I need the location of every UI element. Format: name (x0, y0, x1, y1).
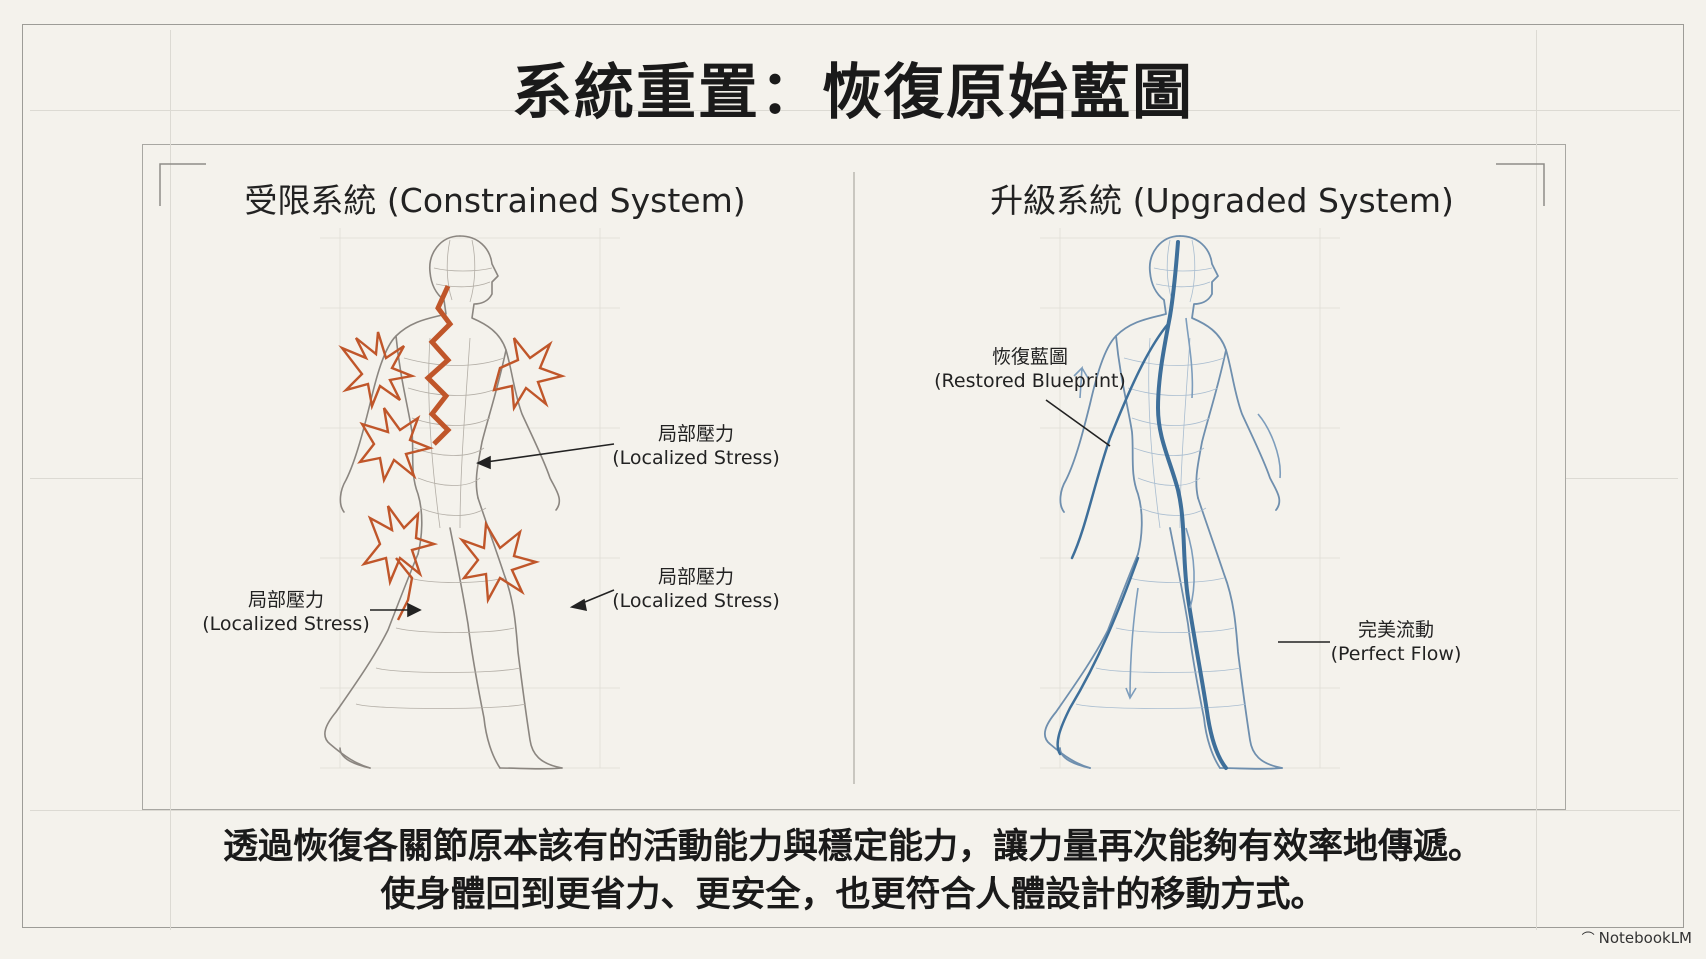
blueprint-label: 恢復藍圖 (Restored Blueprint) (930, 345, 1130, 393)
caption-line-2: 使身體回到更省力、更安全，也更符合人體設計的移動方式。 (380, 874, 1326, 915)
flow-line (1056, 240, 1228, 770)
caption-line-1: 透過恢復各關節原本該有的活動能力與穩定能力，讓力量再次能夠有效率地傳遞。 (222, 826, 1483, 867)
flow-label: 完美流動 (Perfect Flow) (1306, 618, 1486, 666)
spine-stress-line (424, 284, 454, 446)
page-title: 系統重置：恢復原始藍圖 (512, 58, 1194, 128)
stress-label-hip-zh: 局部壓力 (247, 589, 324, 611)
stress-label-spine-en: (Localized Stress) (612, 447, 780, 469)
notebooklm-logo-icon: ⌒ (1581, 932, 1595, 947)
right-panel-heading: 升級系統 (Upgraded System) (990, 181, 1454, 220)
guide-line-mid-right (1566, 478, 1678, 479)
stress-label-knee-en: (Localized Stress) (612, 590, 780, 612)
corner-bracket-left (159, 163, 206, 206)
guide-line-right (1536, 30, 1537, 930)
outer-frame (22, 24, 1684, 928)
guide-line-top (30, 110, 1680, 111)
constrained-body-figure (320, 228, 620, 770)
inner-frame (142, 144, 1566, 810)
stress-label-knee-zh: 局部壓力 (657, 566, 734, 588)
flow-arrows (1073, 317, 1281, 700)
upgraded-body-figure (1040, 228, 1340, 770)
blueprint-label-en: (Restored Blueprint) (934, 370, 1126, 392)
stress-label-knee: 局部壓力 (Localized Stress) (606, 565, 786, 613)
left-panel-heading: 受限系統 (Constrained System) (244, 181, 746, 220)
stress-label-hip-en: (Localized Stress) (202, 613, 370, 635)
flow-label-en: (Perfect Flow) (1330, 643, 1462, 665)
stress-label-hip: 局部壓力 (Localized Stress) (196, 588, 376, 636)
guide-line-left (170, 30, 171, 930)
brand-mark: ⌒NotebookLM (1582, 928, 1692, 947)
corner-bracket-right (1496, 163, 1545, 206)
stress-label-spine-zh: 局部壓力 (657, 423, 734, 445)
stress-burst-icon (338, 331, 567, 621)
left-body-mesh (355, 239, 527, 709)
stress-label-spine: 局部壓力 (Localized Stress) (606, 422, 786, 470)
left-body-outline (324, 235, 563, 770)
guide-line-mid-left (30, 478, 142, 479)
flow-label-zh: 完美流動 (1357, 619, 1434, 641)
blueprint-label-zh: 恢復藍圖 (991, 346, 1068, 368)
caption: 透過恢復各關節原本該有的活動能力與穩定能力，讓力量再次能夠有效率地傳遞。 使身體… (0, 823, 1706, 919)
panel-divider (853, 172, 855, 784)
guide-line-bottom (30, 810, 1680, 811)
brand-name: NotebookLM (1598, 929, 1692, 947)
